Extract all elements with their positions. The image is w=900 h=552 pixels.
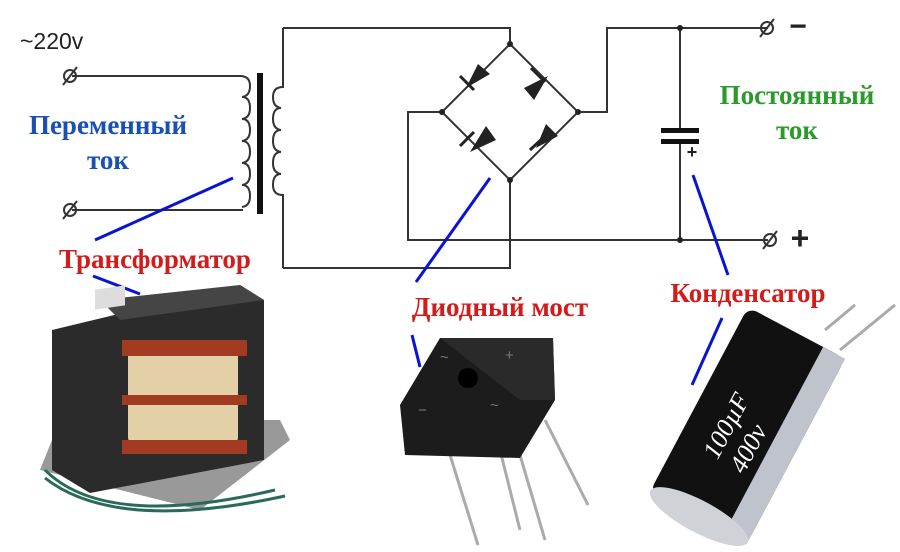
terminals <box>62 18 778 250</box>
capacitor-photo: 100µF 400v <box>649 303 896 546</box>
svg-text:+: + <box>505 347 514 364</box>
diodes <box>458 64 558 152</box>
ac-current-label-line2: ток <box>87 145 129 175</box>
svg-text:~: ~ <box>490 397 499 414</box>
input-voltage-label: ~220v <box>20 28 84 54</box>
wires <box>72 27 768 269</box>
svg-text:~: ~ <box>440 349 449 366</box>
negative-terminal-sign: − <box>789 10 807 43</box>
transformer-core <box>257 73 263 214</box>
ac-current-label-line1: Переменный <box>28 110 188 140</box>
transformer-photo <box>40 285 290 513</box>
mounting-hole <box>458 368 478 388</box>
positive-terminal-sign: + <box>790 220 810 256</box>
secondary-coil <box>271 28 284 268</box>
terminal-dc-negative <box>760 21 774 35</box>
terminal-dc-positive <box>763 233 777 247</box>
dc-current-label-line2: ток <box>776 115 818 145</box>
transformer-label: Трансформатор <box>59 244 251 274</box>
capacitor-label: Конденсатор <box>670 278 826 308</box>
capacitor-symbol <box>661 128 699 144</box>
terminal-ac-top <box>63 69 77 83</box>
diode-bridge-photo: ~ + ~ − <box>400 338 590 546</box>
junction-dots <box>439 25 683 243</box>
primary-coil <box>239 75 252 208</box>
svg-text:−: − <box>418 402 427 419</box>
pointer-lines <box>92 174 730 386</box>
terminal-ac-bottom <box>63 203 77 217</box>
diode-bridge-label: Диодный мост <box>411 292 589 322</box>
capacitor-polarity-sign: + <box>686 142 698 162</box>
dc-current-label-line1: Постоянный <box>719 80 875 110</box>
